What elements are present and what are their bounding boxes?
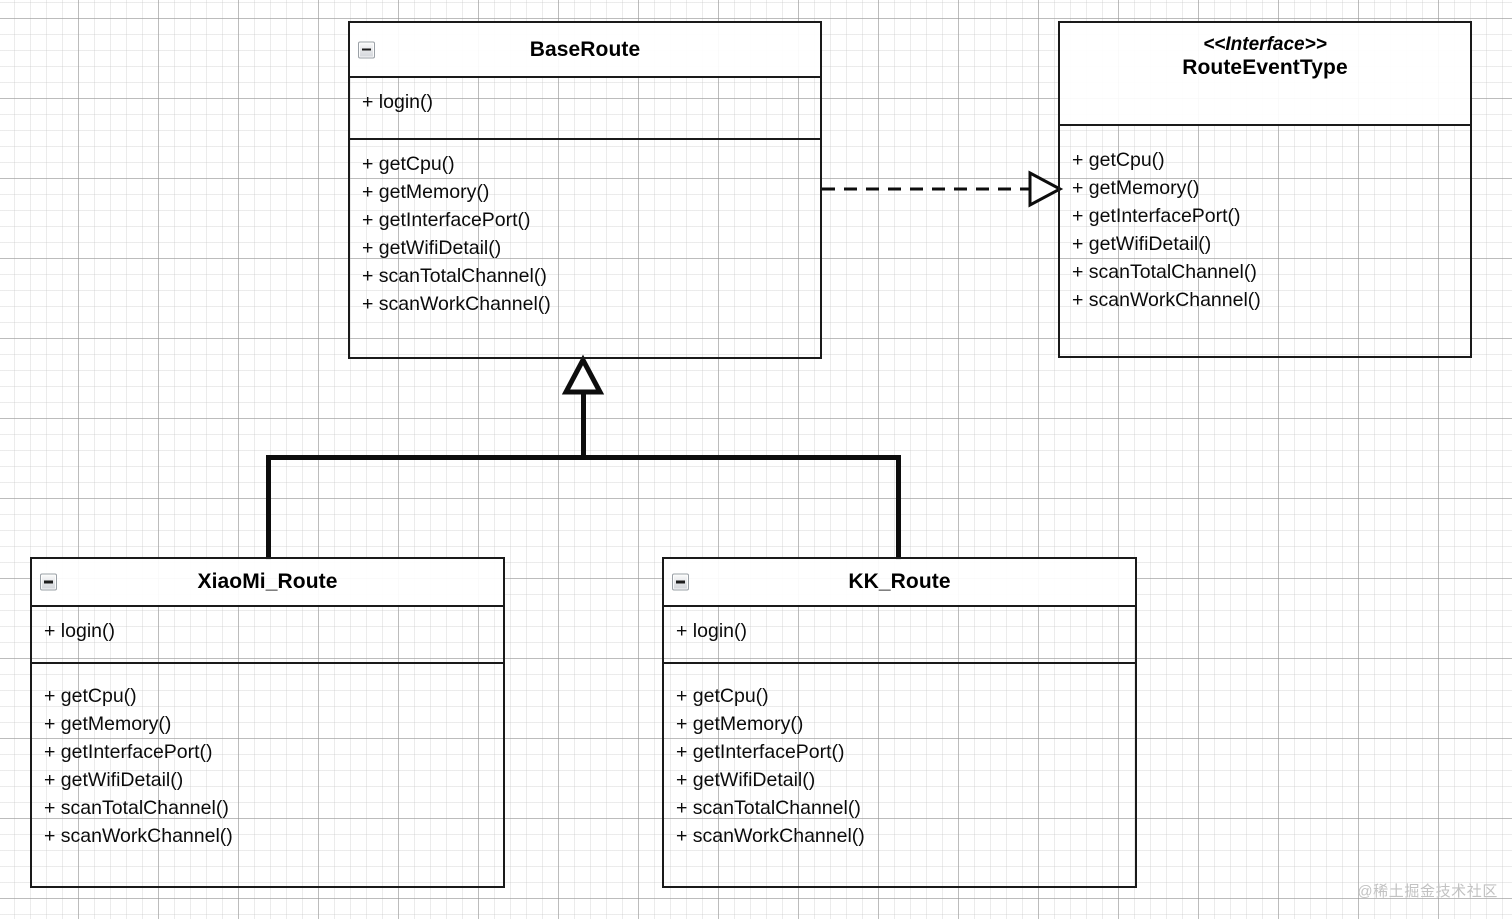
class-header-kk-route: KK_Route — [664, 559, 1135, 607]
class-methods-section-route-event-type: + getCpu() + getMemory() + getInterfaceP… — [1060, 126, 1470, 356]
member-get-wifi-detail: + getWifiDetail() — [44, 769, 184, 791]
class-attributes-section-base-route: + login() — [350, 78, 820, 140]
member-scan-total-channel: + scanTotalChannel() — [44, 797, 229, 819]
member-scan-work-channel: + scanWorkChannel() — [44, 825, 233, 847]
member-get-memory: + getMemory() — [362, 181, 490, 203]
generalization-connector — [561, 354, 605, 395]
collapse-minus-icon[interactable] — [672, 573, 689, 591]
member-get-memory: + getMemory() — [1072, 177, 1200, 199]
class-box-base-route[interactable]: BaseRoute + login() + getCpu() + getMemo… — [348, 21, 822, 359]
member-get-interface-port: + getInterfacePort() — [44, 741, 213, 763]
member-get-memory: + getMemory() — [676, 713, 804, 735]
member-scan-total-channel: + scanTotalChannel() — [362, 265, 547, 287]
class-title-xiaomi-route: XiaoMi_Route — [197, 570, 338, 594]
class-title-route-event-type: RouteEventType — [1182, 55, 1348, 79]
member-login: + login() — [44, 620, 115, 642]
member-get-memory: + getMemory() — [44, 713, 172, 735]
member-get-cpu: + getCpu() — [676, 685, 769, 707]
class-box-xiaomi-route[interactable]: XiaoMi_Route + login() + getCpu() + getM… — [30, 557, 505, 888]
class-header-route-event-type: <<Interface>> RouteEventType — [1060, 23, 1470, 126]
member-get-wifi-detail: + getWifiDetail() — [1072, 233, 1212, 255]
member-get-wifi-detail: + getWifiDetail() — [676, 769, 816, 791]
member-get-interface-port: + getInterfacePort() — [362, 209, 531, 231]
member-login: + login() — [676, 620, 747, 642]
class-box-route-event-type[interactable]: <<Interface>> RouteEventType + getCpu() … — [1058, 21, 1472, 358]
watermark-label: @稀土掘金技术社区 — [1357, 883, 1498, 900]
member-get-interface-port: + getInterfacePort() — [676, 741, 845, 763]
member-get-cpu: + getCpu() — [44, 685, 137, 707]
member-get-wifi-detail: + getWifiDetail() — [362, 237, 502, 259]
generalization-branch-kk — [896, 455, 901, 560]
generalization-stem-vertical — [581, 390, 586, 458]
interface-stereotype-label: <<Interface>> — [1203, 34, 1327, 55]
class-title-base-route: BaseRoute — [529, 37, 641, 61]
collapse-minus-icon[interactable] — [358, 41, 375, 58]
class-header-base-route: BaseRoute — [350, 23, 820, 78]
class-box-kk-route[interactable]: KK_Route + login() + getCpu() + getMemor… — [662, 557, 1137, 888]
class-methods-section-kk-route: + getCpu() + getMemory() + getInterfaceP… — [664, 664, 1135, 884]
member-login: + login() — [362, 91, 433, 113]
member-scan-total-channel: + scanTotalChannel() — [1072, 261, 1257, 283]
generalization-branch-xiaomi — [266, 455, 271, 560]
member-get-cpu: + getCpu() — [362, 153, 455, 175]
class-title-kk-route: KK_Route — [848, 570, 951, 594]
generalization-horizontal-bar — [266, 455, 901, 460]
member-scan-total-channel: + scanTotalChannel() — [676, 797, 861, 819]
member-scan-work-channel: + scanWorkChannel() — [676, 825, 865, 847]
class-attributes-section-kk-route: + login() — [664, 607, 1135, 664]
class-methods-section-base-route: + getCpu() + getMemory() + getInterfaceP… — [350, 140, 820, 356]
member-get-cpu: + getCpu() — [1072, 149, 1165, 171]
realization-connector — [822, 170, 1064, 208]
member-scan-work-channel: + scanWorkChannel() — [1072, 289, 1261, 311]
class-header-xiaomi-route: XiaoMi_Route — [32, 559, 503, 607]
class-attributes-section-xiaomi-route: + login() — [32, 607, 503, 664]
generalization-hollow-triangle-arrowhead — [561, 354, 605, 395]
collapse-minus-icon[interactable] — [40, 573, 57, 591]
class-methods-section-xiaomi-route: + getCpu() + getMemory() + getInterfaceP… — [32, 664, 503, 884]
realization-hollow-triangle-arrowhead — [1028, 170, 1064, 208]
member-scan-work-channel: + scanWorkChannel() — [362, 293, 551, 315]
member-get-interface-port: + getInterfacePort() — [1072, 205, 1241, 227]
